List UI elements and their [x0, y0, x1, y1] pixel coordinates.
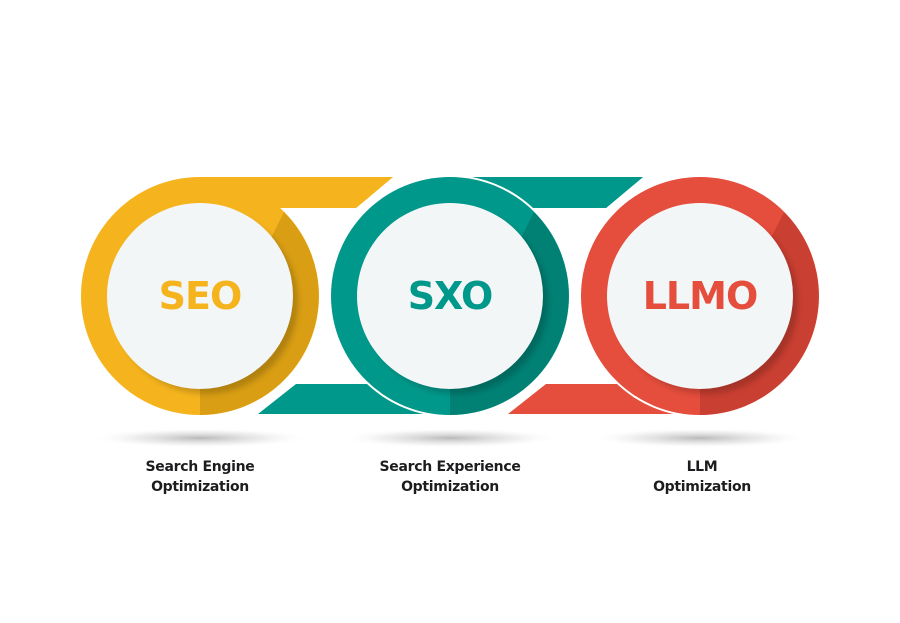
label-seo: SEO: [158, 274, 243, 318]
floor-shadow-llmo: [590, 428, 810, 448]
caption-seo-line1: Search Engine: [145, 459, 255, 475]
caption-llmo-line2: Optimization: [653, 479, 751, 495]
caption-llmo-line1: LLM: [686, 459, 718, 475]
caption-sxo-line2: Optimization: [401, 479, 499, 495]
ring-sxo: [329, 175, 571, 417]
caption-sxo-line1: Search Experience: [379, 459, 521, 475]
caption-seo: Search Engine Optimization: [90, 457, 310, 497]
caption-sxo: Search Experience Optimization: [340, 457, 560, 497]
floor-shadow-seo: [90, 428, 310, 448]
caption-llmo: LLM Optimization: [592, 457, 812, 497]
label-llmo: LLMO: [642, 274, 759, 318]
caption-seo-line2: Optimization: [151, 479, 249, 495]
label-sxo: SXO: [407, 274, 494, 318]
ring-seo: [81, 177, 319, 415]
ring-llmo: [579, 175, 821, 417]
floor-shadow-sxo: [340, 428, 560, 448]
